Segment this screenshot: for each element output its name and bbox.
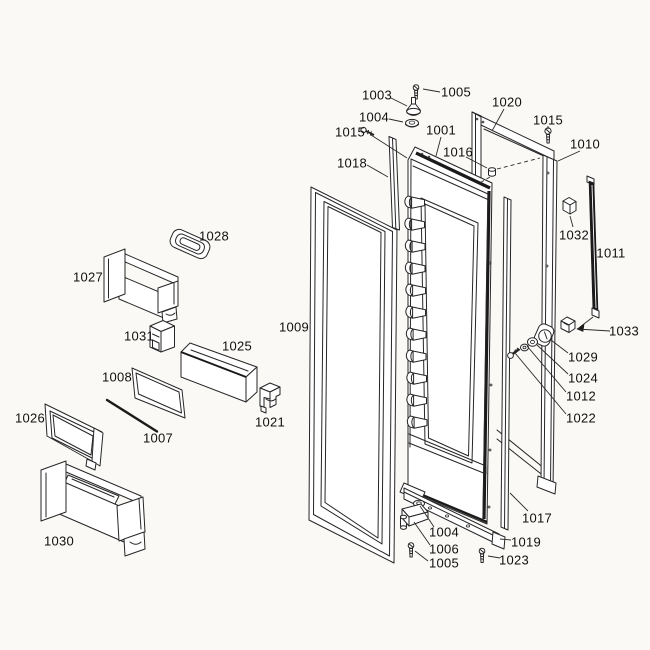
part-1010-door-side-rail: [536, 154, 558, 495]
part-1008-frame-seal: [131, 367, 186, 419]
part-label-1008: 1008: [102, 370, 132, 385]
part-label-1012: 1012: [566, 389, 596, 404]
part-label-1024: 1024: [568, 371, 598, 386]
part-1031-small-box: [149, 320, 175, 353]
alignment-dashed-line-1: [477, 176, 491, 185]
leader-line-1005: [414, 550, 429, 562]
part-label-1019: 1019: [511, 535, 541, 550]
leader-line-1020: [491, 108, 505, 132]
leader-line-1023: [487, 555, 501, 559]
leader-line-1004: [419, 505, 435, 528]
part-1017-side-trim-strip: [500, 196, 512, 531]
part-label-1023: 1023: [499, 553, 529, 568]
part-1024-washer: [527, 337, 538, 347]
part-label-1005: 1005: [441, 85, 471, 100]
part-label-1001: 1001: [426, 123, 456, 138]
part-1027-door-bin: [103, 248, 179, 324]
part-label-1011: 1011: [596, 246, 625, 261]
part-label-1032: 1032: [559, 228, 589, 243]
part-label-1028: 1028: [199, 229, 229, 244]
part-1030-door-bin-large: [40, 460, 146, 557]
part-1004-top-washer: [405, 118, 419, 128]
part-label-1015: 1015: [335, 125, 365, 140]
leader-line-1029: [550, 339, 569, 354]
part-1032-end-cap: [562, 197, 577, 215]
part-label-1004: 1004: [429, 525, 459, 540]
part-label-1016: 1016: [443, 145, 473, 160]
part-label-1007: 1007: [143, 431, 173, 446]
part-label-1022: 1022: [566, 411, 596, 426]
leader-line-1005: [422, 88, 441, 93]
part-1016-plug: [488, 167, 496, 177]
part-label-1005: 1005: [429, 556, 459, 571]
leader-line-1010: [557, 150, 581, 162]
part-1011-handle-rod: [576, 175, 600, 332]
leader-line-1003: [390, 97, 408, 107]
part-1026-shallow-tray: [44, 403, 104, 471]
part-label-1004: 1004: [359, 110, 389, 125]
leader-line-1024: [536, 344, 569, 375]
leader-line-1033: [576, 328, 611, 332]
part-label-1006: 1006: [429, 542, 459, 557]
part-1009-door-gasket: [308, 186, 398, 564]
part-1023-screw: [478, 547, 486, 563]
leader-line-1004: [388, 118, 404, 123]
part-1012-washer: [520, 343, 529, 352]
part-1019-bottom-rail: [399, 482, 506, 550]
part-label-1033: 1033: [609, 324, 639, 339]
part-1006-bottom-hinge: [400, 503, 429, 530]
part-1022-screw: [507, 347, 521, 359]
part-1033-mounting-clip: [560, 316, 576, 333]
part-label-1015: 1015: [533, 113, 563, 128]
part-1025-open-bin: [180, 342, 258, 403]
part-label-1026: 1026: [15, 411, 45, 426]
part-1015-screw-left: [360, 126, 375, 136]
part-label-1009: 1009: [279, 320, 309, 335]
leader-line-1022: [514, 352, 567, 415]
part-1001-door-liner: [404, 146, 493, 525]
leader-line-1012: [526, 345, 567, 393]
leader-line-1015: [370, 134, 408, 159]
part-label-1017: 1017: [522, 511, 552, 526]
part-1021-end-bracket: [259, 382, 281, 414]
part-label-1003: 1003: [362, 88, 392, 103]
part-label-1021: 1021: [255, 415, 285, 430]
part-1018-side-trim-strip: [388, 136, 400, 231]
part-label-1031: 1031: [124, 329, 154, 344]
leader-line-1001: [435, 136, 442, 157]
leader-line-1019: [499, 538, 512, 541]
part-label-1030: 1030: [44, 534, 74, 549]
part-label-1010: 1010: [570, 137, 600, 152]
part-1007-rod: [105, 398, 159, 433]
part-1028-tray-insert: [169, 228, 211, 260]
part-label-1018: 1018: [337, 156, 367, 171]
part-1005-top-screw: [412, 84, 420, 100]
part-1003-hinge-pin: [406, 97, 421, 116]
leader-line-1032: [569, 215, 574, 228]
part-1015-screw-right: [544, 127, 552, 144]
leader-line-1016: [465, 156, 488, 169]
part-label-1020: 1020: [492, 95, 522, 110]
leader-line-1017: [509, 492, 529, 512]
leader-line-1018: [366, 164, 389, 178]
part-label-1027: 1027: [73, 270, 103, 285]
alignment-dashed-line-0: [496, 157, 541, 170]
part-label-1029: 1029: [568, 350, 598, 365]
part-1029-hinge-cam: [533, 323, 555, 347]
part-1005-bottom-screw: [407, 542, 415, 558]
leader-line-1006: [413, 521, 431, 546]
part-label-1025: 1025: [222, 339, 252, 354]
